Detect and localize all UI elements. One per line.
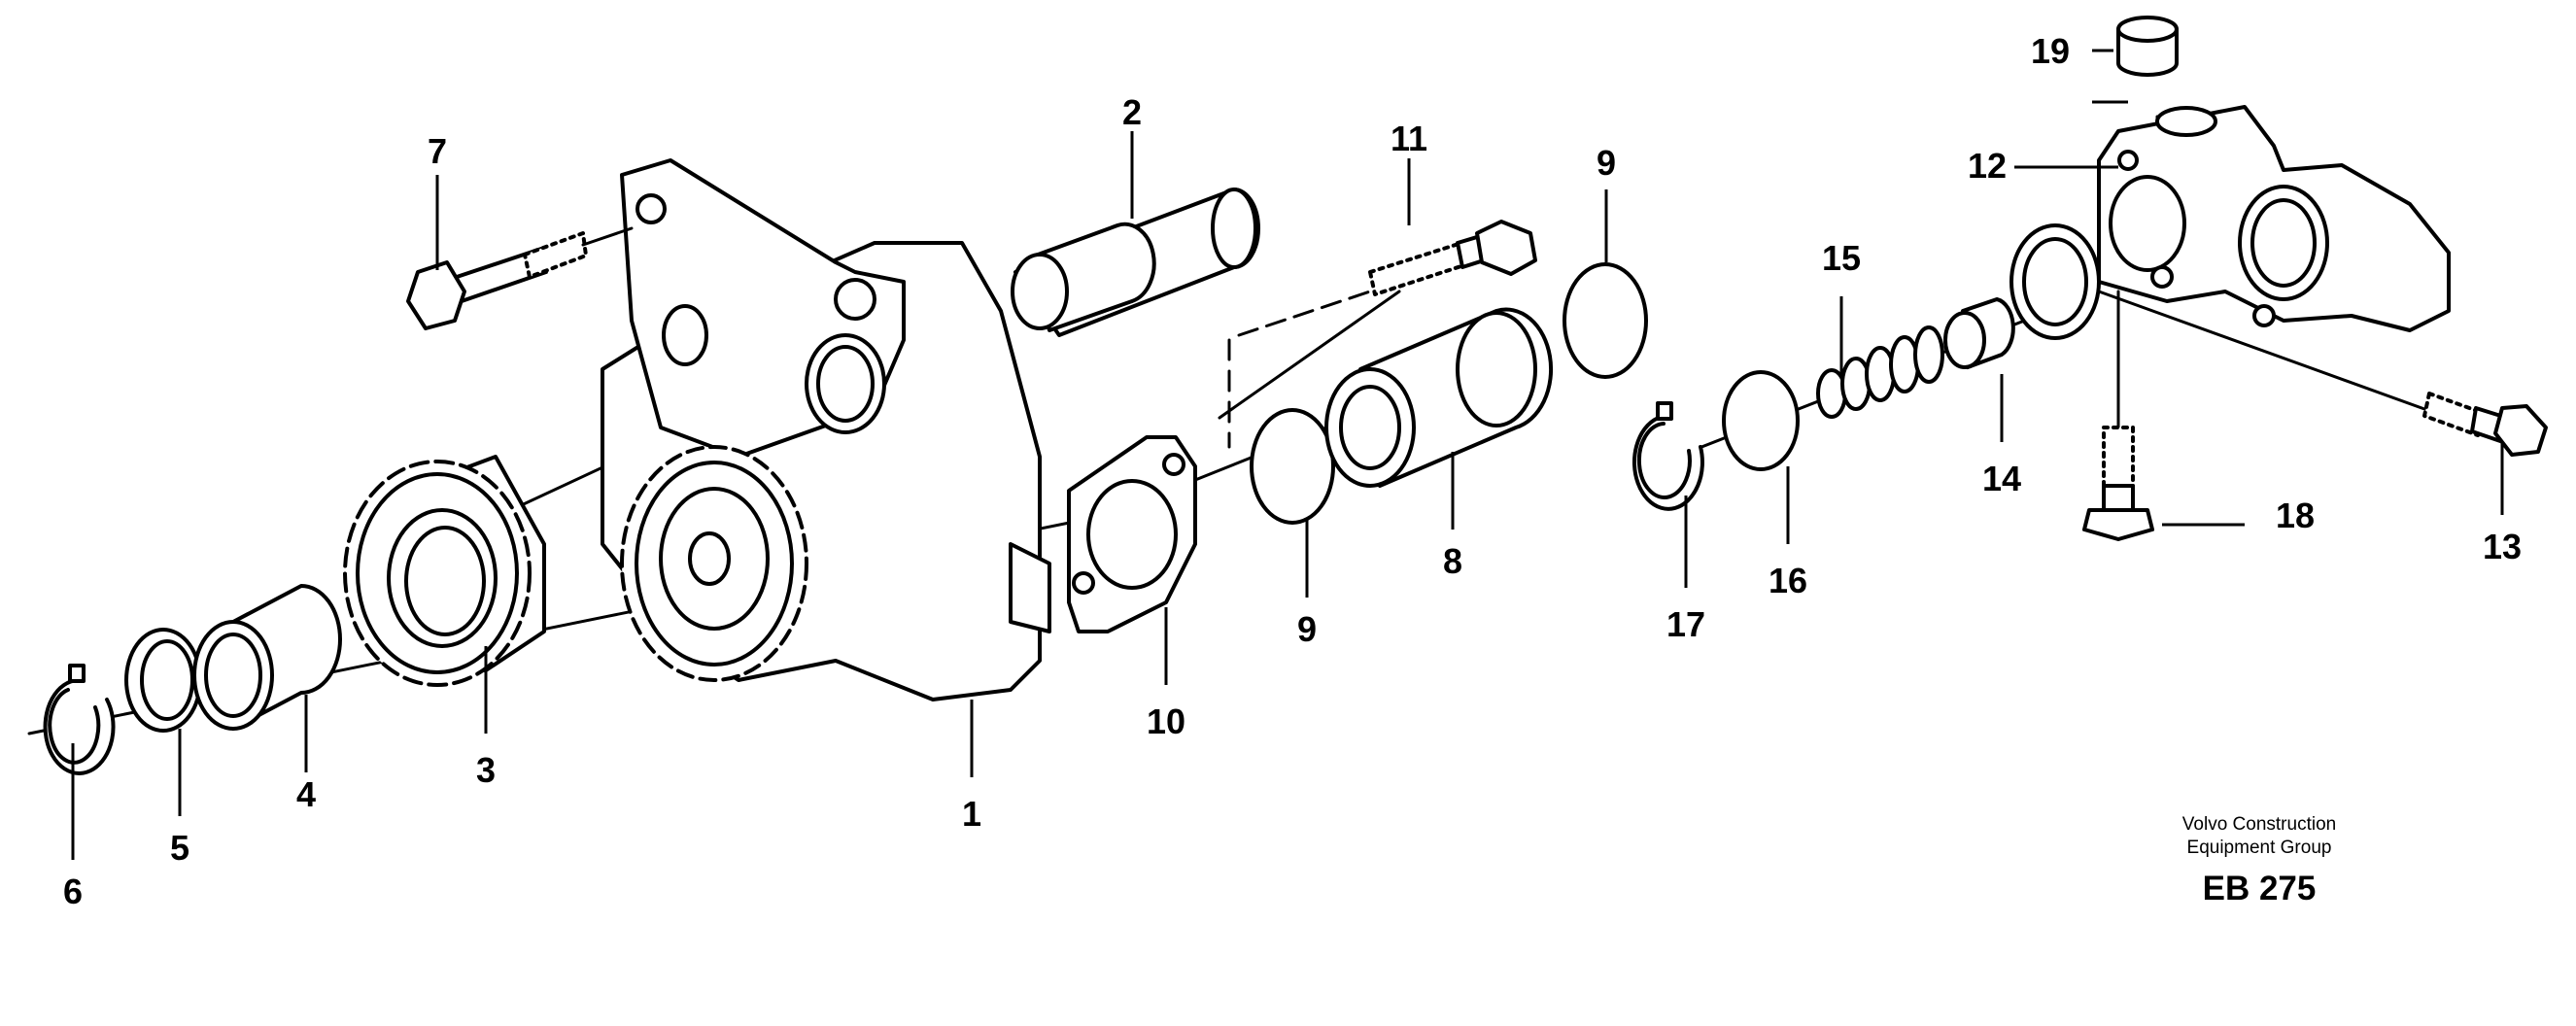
part-3-gear <box>343 455 546 687</box>
part-9-o-ring-b <box>1563 262 1648 379</box>
callout-3: 3 <box>476 750 496 790</box>
callout-8: 8 <box>1443 541 1462 581</box>
callout-15: 15 <box>1822 238 1861 278</box>
callout-12: 12 <box>1968 146 2007 186</box>
part-17-circlip <box>1631 401 1704 511</box>
part-13-bolt <box>2422 392 2548 457</box>
callout-18: 18 <box>2276 496 2315 535</box>
callout-5: 5 <box>170 828 189 868</box>
footer-company-line1: Volvo Construction <box>2181 814 2337 835</box>
part-15-spring <box>1816 325 1944 419</box>
footer-company-line2: Equipment Group <box>2186 838 2332 858</box>
callout-11: 11 <box>1391 119 1427 158</box>
callout-1: 1 <box>962 794 981 834</box>
callout-19: 19 <box>2031 31 2070 71</box>
part-11-bolt <box>1368 220 1537 296</box>
part-7-bolt <box>406 226 634 330</box>
callout-6: 6 <box>63 872 83 911</box>
callout-4: 4 <box>296 774 316 814</box>
callout-14: 14 <box>1982 459 2021 498</box>
part-1-pump-body <box>601 158 1051 701</box>
footer-drawing-code: EB 275 <box>2202 870 2317 907</box>
callout-9-left: 9 <box>1297 609 1317 649</box>
callout-2: 2 <box>1122 92 1142 132</box>
callout-9-right: 9 <box>1597 143 1616 183</box>
callout-16: 16 <box>1769 561 1807 600</box>
part-4-bushing <box>192 584 342 731</box>
footer-credit: Volvo Construction Equipment Group EB 27… <box>2089 813 2429 908</box>
part-18-bolt <box>2082 426 2154 541</box>
callout-17: 17 <box>1666 604 1705 644</box>
callout-7: 7 <box>428 131 447 171</box>
part-14-plunger <box>1943 297 2015 369</box>
part-12-valve-housing <box>2009 105 2451 340</box>
part-8-piston <box>1324 307 1554 488</box>
part-9-o-ring-a <box>1250 408 1335 525</box>
part-5-ring <box>124 628 202 733</box>
leader-lines <box>71 49 2504 860</box>
part-16-disc <box>1722 370 1800 471</box>
part-19-cap <box>2116 16 2179 77</box>
part-2-shaft <box>1011 188 1260 337</box>
part-10-flange <box>1067 435 1197 633</box>
callout-10: 10 <box>1147 701 1185 741</box>
part-6-circlip <box>43 664 116 775</box>
callout-13: 13 <box>2483 527 2522 566</box>
callout-labels: 7 2 11 9 15 19 12 14 18 13 16 17 8 9 10 … <box>63 31 2522 911</box>
